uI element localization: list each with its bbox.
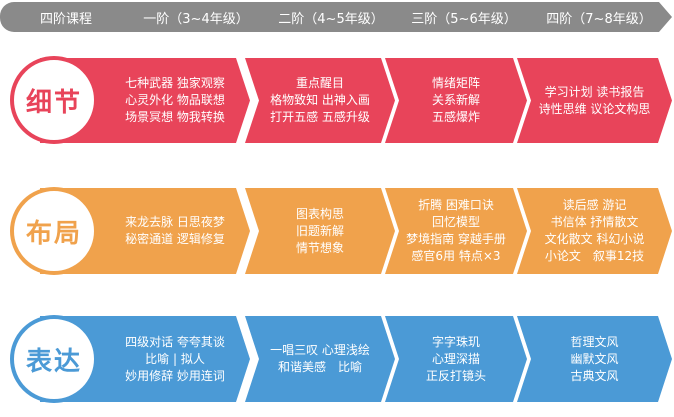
header-stage-1: 一阶（3~4年级）	[116, 2, 268, 32]
cell-line: 折腾 困难口诀	[418, 198, 494, 212]
header-stage-1-label: 一阶（3~4年级）	[143, 11, 249, 27]
cell-line: 情绪矩阵	[431, 76, 480, 90]
row-layout-title: 布局	[25, 218, 82, 249]
cell-line: 文化散文 科幻小说	[544, 232, 645, 246]
cell-line: 七种武器 独家观察	[125, 76, 225, 90]
cell-line: 场景冥想 物我转换	[125, 110, 225, 124]
cell-line: 旧题新解	[295, 223, 344, 238]
row-layout-badge: 布局	[10, 187, 98, 275]
header-stage-2: 二阶（4~5年级）	[252, 2, 402, 32]
header-stage-4-label: 四阶（7~8年级）	[546, 11, 652, 27]
cell-line: 重点醒目	[295, 76, 344, 90]
cell-line: 比喻 | 拟人	[145, 351, 205, 366]
row-expression-title: 表达	[25, 346, 82, 377]
cell-line: 心灵外化 物品联想	[125, 93, 225, 107]
cell-line: 读后感 游记	[562, 198, 627, 212]
row-layout: 来龙去脉 日思夜梦 秘密通道 逻辑修复 图表构思 旧题新解 情节想象 折腾 困难…	[0, 187, 674, 275]
cell-line: 字字珠玑	[431, 334, 480, 349]
cell-line: 回忆模型	[431, 215, 480, 229]
cell-line: 情节想象	[295, 240, 344, 255]
cell-line: 心理深描	[431, 351, 480, 366]
row-expression-cell-4: 哲理文风 幽默文风 古典文风	[517, 316, 672, 402]
row-details: 七种武器 独家观察 心灵外化 物品联想 场景冥想 物我转换 重点醒目 格物致知 …	[0, 56, 674, 144]
cell-line: 格物致知 出神入画	[270, 93, 370, 107]
cell-line: 和谐美感 比喻	[277, 360, 362, 374]
cell-line: 正反打镜头	[425, 368, 486, 383]
cell-line: 学习计划 读书报告	[544, 84, 645, 99]
header-stage-4: 四阶（7~8年级）	[518, 2, 672, 32]
cell-line: 妙用修辞 妙用连词	[125, 368, 225, 383]
cell-line: 关系新解	[431, 93, 480, 107]
header-stage-2-label: 二阶（4~5年级）	[278, 11, 384, 27]
header-stage-3-label: 三阶（5~6年级）	[411, 11, 517, 27]
cell-line: 秘密通道 逻辑修复	[125, 232, 225, 246]
cell-line: 幽默文风	[570, 351, 619, 366]
stage-header: 四阶课程 一阶（3~4年级） 二阶（4~5年级） 三阶（5~6年级） 四阶（7~…	[0, 0, 674, 34]
row-details-title: 细节	[25, 87, 82, 118]
header-stage-0-label: 四阶课程	[39, 11, 92, 27]
cell-line: 诗性思维 议论文构思	[538, 101, 651, 116]
row-details-badge: 细节	[10, 56, 98, 144]
cell-line: 一唱三叹 心理浅绘	[270, 343, 370, 357]
row-expression: 四级对话 夸夸其谈 比喻 | 拟人 妙用修辞 妙用连词 一唱三叹 心理浅绘 和谐…	[0, 315, 674, 403]
row-layout-cell-4: 读后感 游记 书信体 抒情散文 文化散文 科幻小说 小论文 叙事12技	[517, 188, 672, 274]
row-details-cell-2: 重点醒目 格物致知 出神入画 打开五感 五感升级	[245, 58, 395, 143]
row-layout-cell-3: 折腾 困难口诀 回忆模型 梦境指南 穿越手册 感官6用 特点×3	[385, 188, 527, 274]
row-expression-cell-3: 字字珠玑 心理深描 正反打镜头	[385, 316, 527, 402]
row-expression-cell-2: 一唱三叹 心理浅绘 和谐美感 比喻	[245, 316, 395, 402]
row-details-cell-4: 学习计划 读书报告 诗性思维 议论文构思	[517, 58, 672, 143]
cell-line: 打开五感 五感升级	[270, 110, 370, 124]
cell-line: 哲理文风	[570, 334, 619, 349]
row-details-cell-3: 情绪矩阵 关系新解 五感爆炸	[385, 58, 527, 143]
row-layout-cell-2: 图表构思 旧题新解 情节想象	[245, 188, 395, 274]
cell-line: 五感爆炸	[431, 110, 480, 124]
cell-line: 古典文风	[570, 368, 619, 383]
cell-line: 梦境指南 穿越手册	[406, 232, 506, 246]
cell-line: 四级对话 夸夸其谈	[125, 334, 225, 349]
cell-line: 小论文 叙事12技	[544, 249, 645, 263]
header-stage-0: 四阶课程	[0, 2, 132, 32]
row-expression-badge: 表达	[10, 315, 98, 403]
cell-line: 感官6用 特点×3	[411, 249, 501, 263]
cell-line: 书信体 抒情散文	[550, 215, 639, 229]
header-stage-3: 三阶（5~6年级）	[386, 2, 534, 32]
cell-line: 图表构思	[295, 206, 344, 221]
cell-line: 来龙去脉 日思夜梦	[125, 215, 225, 229]
